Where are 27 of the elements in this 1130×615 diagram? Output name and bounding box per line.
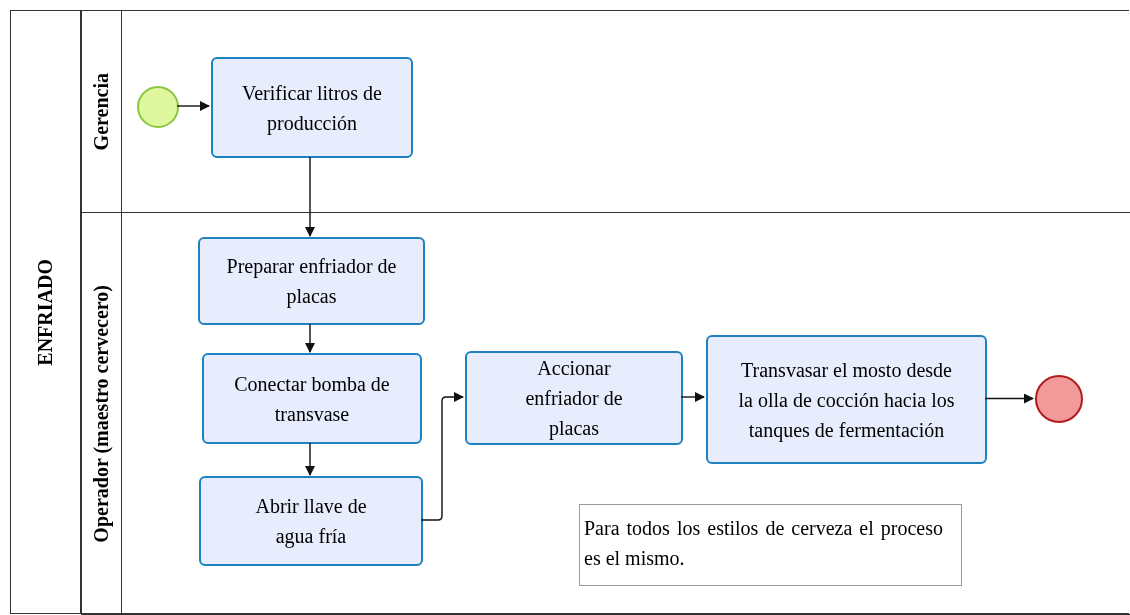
task-label: Abrir llave de agua fría	[254, 494, 368, 550]
task-box	[202, 353, 422, 444]
sequence-arrow	[680, 392, 705, 402]
task-box	[211, 57, 413, 158]
sequence-arrow	[176, 101, 210, 111]
task-box	[198, 237, 425, 325]
sequence-arrow	[420, 392, 464, 521]
task-box	[465, 351, 683, 445]
task-box	[706, 335, 987, 464]
pool-title: ENFRIADO	[33, 258, 57, 366]
task-label: Preparar enfriador de placas	[225, 254, 398, 310]
lane-title: Operador (maestro cervecero)	[89, 284, 114, 543]
task-label: Conectar bomba de transvase	[233, 371, 391, 427]
task-label: Transvasar el mosto desde la olla de cocción hacia los tanques de fermentación	[737, 357, 956, 444]
sequence-arrow	[305, 442, 315, 476]
pool-frame	[10, 10, 1129, 614]
sequence-arrow	[305, 156, 315, 237]
annotation-box	[579, 504, 962, 586]
task-box	[199, 476, 423, 566]
annotation-text: Para todos los estilos de cerveza el proceso es el mismo.	[584, 516, 943, 571]
lane-title: Gerencia	[89, 72, 113, 151]
task-label: Verificar litros de producción	[241, 80, 383, 137]
task-label: Accionar enfriador de placas	[524, 356, 624, 442]
sequence-arrow	[305, 323, 315, 353]
swimlane	[81, 213, 1130, 615]
swimlane	[81, 11, 1130, 213]
sequence-arrow	[984, 393, 1034, 404]
